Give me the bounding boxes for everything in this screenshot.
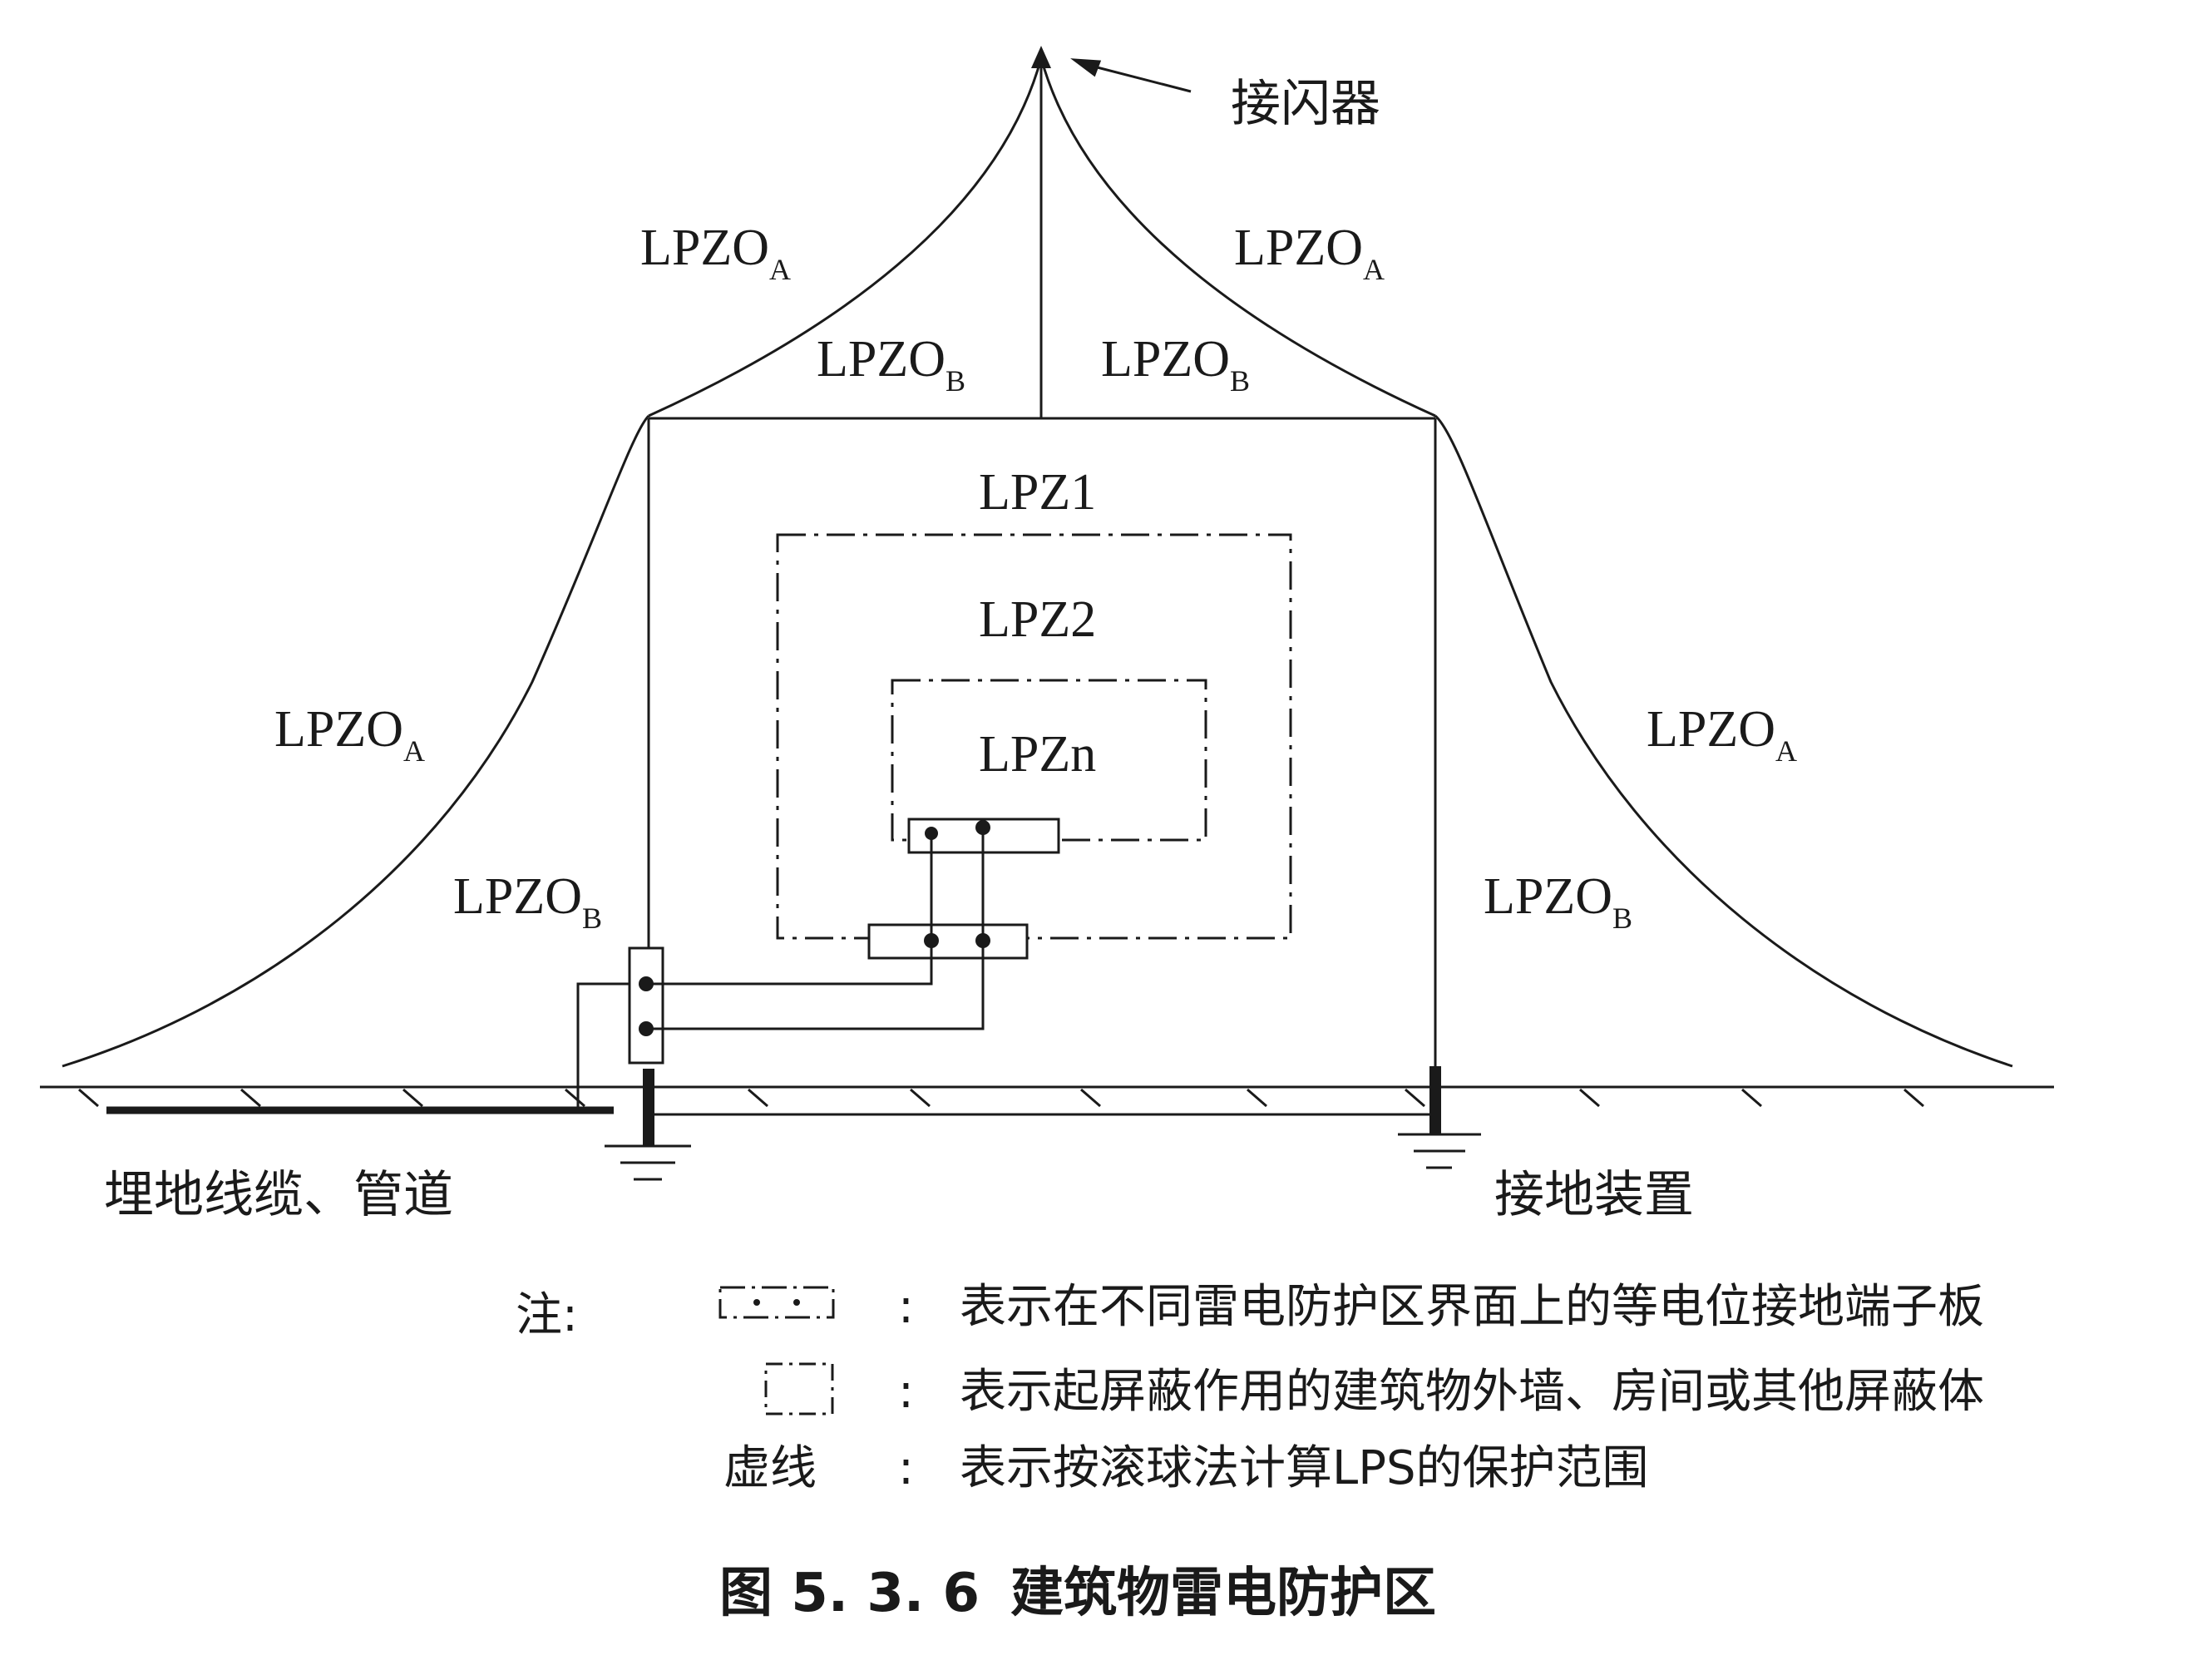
bonding-point: [639, 1021, 654, 1036]
zone-label-lpz0b: LPZOB: [817, 331, 965, 398]
zone-label-lpz0b: LPZOB: [1484, 868, 1632, 935]
service-entrance-conductor: [576, 982, 630, 1110]
lpz2-shield-boundary: [891, 679, 1207, 842]
protection-curve-right-outer: [1434, 414, 2013, 1068]
ground-hatch: [1579, 1088, 1600, 1108]
air-terminal-arrow: [1080, 62, 1192, 93]
legend-colon: :: [898, 1280, 914, 1334]
ground-hatch: [910, 1088, 931, 1108]
zone-label-lpz0a: LPZOA: [274, 701, 425, 768]
zone-label-lpz2: LPZ2: [979, 591, 1096, 648]
bonding-point: [924, 933, 939, 948]
bonding-point: [975, 933, 990, 948]
air-terminal-tip: [1031, 46, 1051, 68]
zone-label-lpz0a: LPZOA: [1234, 220, 1385, 286]
grounding-device-label: 接地装置: [1494, 1166, 1694, 1224]
legend-text-bonding-bar: 表示在不同雷电防护区界面上的等电位接地端子板: [960, 1280, 1984, 1334]
bonding-bar-entrance: [628, 946, 664, 1065]
earth-symbol-right: [1398, 1133, 1481, 1169]
ground-hatch: [1080, 1088, 1101, 1108]
buried-cable-label: 埋地线缆、管道: [104, 1166, 453, 1224]
legend-text-dashed-line: 表示按滚球法计算LPS的保护范围: [960, 1441, 1649, 1495]
ground-hatch: [78, 1088, 99, 1108]
legend-bonding-bar-symbol: [718, 1286, 835, 1319]
protection-curve-left-upper: [648, 57, 1043, 417]
bonding-conductor-upper: [646, 832, 933, 986]
ground-hatch: [1247, 1088, 1267, 1108]
legend-dashed-line-label: 虚线: [723, 1441, 817, 1495]
zone-label-lpz0b: LPZOB: [453, 868, 602, 935]
ground-hatch: [1903, 1088, 1924, 1108]
figure-number: 图 5. 3. 6: [719, 1563, 980, 1624]
zone-label-lpzn: LPZn: [979, 726, 1096, 783]
legend-shield-symbol: [764, 1362, 834, 1415]
bonding-conductor-lower: [646, 828, 985, 1030]
legend-text-shield: 表示起屏蔽作用的建筑物外墙、房间或其他屏蔽体: [960, 1365, 1984, 1419]
zone-label-lpz0b: LPZOB: [1101, 331, 1250, 398]
lpz1-shield-boundary: [776, 533, 1292, 940]
ground-hatch: [748, 1088, 768, 1108]
ground-hatch: [1741, 1088, 1762, 1108]
air-terminal-arrowhead: [1070, 58, 1102, 77]
ground-hatch: [1405, 1088, 1425, 1108]
earth-symbol-left: [605, 1144, 691, 1181]
zone-label-lpz0a: LPZOA: [1647, 701, 1797, 768]
bonding-point: [975, 820, 990, 835]
zone-label-lpz1: LPZ1: [979, 464, 1096, 521]
protection-curve-right-upper: [1039, 57, 1436, 417]
ground-hatch: [402, 1088, 423, 1108]
zone-label-lpz0a: LPZOA: [640, 220, 791, 286]
bonding-point: [925, 827, 938, 840]
ground-hatch: [565, 1088, 585, 1108]
note-prefix: 注:: [516, 1288, 578, 1342]
air-terminal-label: 接闪器: [1231, 75, 1380, 133]
bonding-point: [639, 976, 654, 991]
protection-curve-left-outer: [62, 414, 650, 1068]
legend-colon: :: [898, 1365, 914, 1419]
figure-title: 建筑物雷电防护区: [1010, 1563, 1436, 1624]
bonding-bar-lpz1: [867, 923, 1029, 960]
ground-hatch: [240, 1088, 261, 1108]
legend-colon: :: [898, 1441, 914, 1495]
